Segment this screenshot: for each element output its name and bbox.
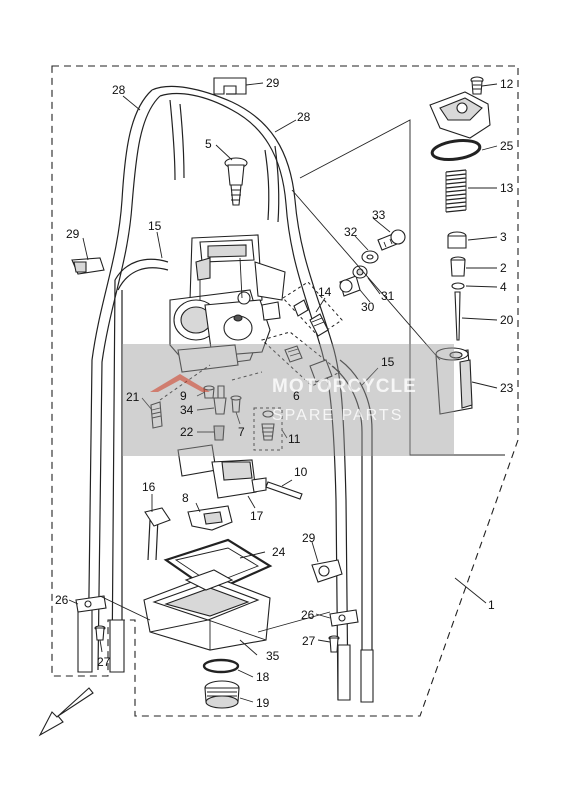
callout-34: 34 (180, 403, 194, 417)
pin-10 (265, 481, 303, 500)
bolt-27-left (94, 625, 106, 641)
callout-16: 16 (142, 480, 156, 494)
callout-29-left: 29 (66, 227, 80, 241)
callout-12: 12 (500, 77, 514, 91)
callout-15-right: 15 (381, 355, 395, 369)
holder-2 (450, 256, 466, 277)
callout-1: 1 (488, 598, 495, 612)
callout-22: 22 (180, 425, 194, 439)
needle-20 (454, 291, 461, 341)
leader-1 (454, 577, 487, 604)
jet-22 (213, 425, 225, 441)
fitting-5 (224, 157, 248, 206)
callout-23: 23 (500, 381, 514, 395)
callout-33: 33 (372, 208, 386, 222)
screw-7 (230, 395, 242, 413)
callout-31: 31 (381, 289, 395, 303)
oring-18 (202, 658, 240, 674)
cable-clip-29-left (71, 257, 105, 275)
fitting-30 (339, 275, 361, 297)
callout-15-left: 15 (148, 219, 162, 233)
callout-30: 30 (361, 300, 375, 314)
throttle-cables (87, 85, 349, 701)
jet-group-6 (261, 331, 341, 387)
watermark: MOTORCYCLE SPARE PARTS (122, 344, 454, 456)
callout-3: 3 (500, 230, 507, 244)
explode-line-right (299, 119, 505, 456)
explode-line-valve (291, 189, 441, 361)
callout-8: 8 (182, 491, 189, 505)
callout-26-right: 26 (301, 608, 315, 622)
callout-27-left: 27 (97, 655, 111, 669)
callout-26-left: 26 (55, 593, 69, 607)
float-17 (177, 444, 267, 499)
callout-24: 24 (272, 545, 286, 559)
cable-15-right (331, 359, 374, 703)
screw-33 (377, 229, 406, 251)
callout-29-lower: 29 (302, 531, 316, 545)
bracket-26-left (75, 595, 107, 613)
hose-15-left (109, 258, 169, 673)
callout-25: 25 (500, 139, 514, 153)
callout-19: 19 (256, 696, 270, 710)
oring-25 (430, 138, 482, 162)
callout-29-top: 29 (266, 76, 280, 90)
jet-9 (203, 385, 215, 399)
bracket-8 (187, 505, 233, 531)
cable-ends-left (77, 609, 351, 701)
float-bowl-35 (143, 569, 271, 651)
jet-34 (213, 385, 227, 415)
callout-14: 14 (318, 285, 332, 299)
bolt-27-right (328, 635, 340, 653)
watermark-logo-icon (150, 374, 210, 392)
callout-35: 35 (266, 649, 280, 663)
explode-line-bowl (99, 595, 331, 633)
cable-clip-29-lower (311, 559, 343, 583)
callout-27-right: 27 (302, 634, 316, 648)
screw-12 (470, 76, 484, 95)
leader-lines (68, 82, 498, 703)
assembly-boundary (51, 65, 519, 717)
callout-10: 10 (294, 465, 308, 479)
callout-5: 5 (205, 137, 212, 151)
front-direction-arrow (38, 687, 94, 737)
callout-6: 6 (293, 389, 300, 403)
callout-9: 9 (180, 389, 187, 403)
needle-group-14 (282, 281, 343, 337)
watermark-line2: SPARE PARTS (272, 407, 403, 424)
callout-4: 4 (500, 280, 507, 294)
callout-7: 7 (238, 425, 245, 439)
callout-32: 32 (344, 225, 358, 239)
seat-3 (447, 231, 467, 249)
carburetor-body (169, 234, 286, 373)
plug-19 (204, 680, 240, 709)
bracket-26-right (329, 609, 359, 627)
clip-4 (451, 282, 465, 290)
screw-21 (150, 401, 163, 429)
callout-21: 21 (126, 390, 140, 404)
callout-18: 18 (256, 670, 270, 684)
hose-16 (144, 507, 171, 561)
throttle-valve-23 (435, 347, 473, 415)
callout-labels: 1 2 3 4 5 6 7 8 9 10 11 12 13 14 15 15 1… (55, 76, 514, 710)
callout-13: 13 (500, 181, 514, 195)
cap (429, 91, 491, 139)
callout-17: 17 (250, 509, 264, 523)
callout-28-right: 28 (297, 110, 311, 124)
watermark-line1: MOTORCYCLE (272, 376, 417, 397)
callout-28-left: 28 (112, 83, 126, 97)
callout-20: 20 (500, 313, 514, 327)
explode-line-lower (231, 371, 263, 381)
callout-2: 2 (500, 261, 507, 275)
spring-13 (445, 169, 467, 213)
callout-11: 11 (288, 432, 301, 446)
cable-clip-29-top (213, 77, 247, 95)
pilot-group-11 (253, 407, 283, 451)
washer-32 (361, 250, 379, 264)
